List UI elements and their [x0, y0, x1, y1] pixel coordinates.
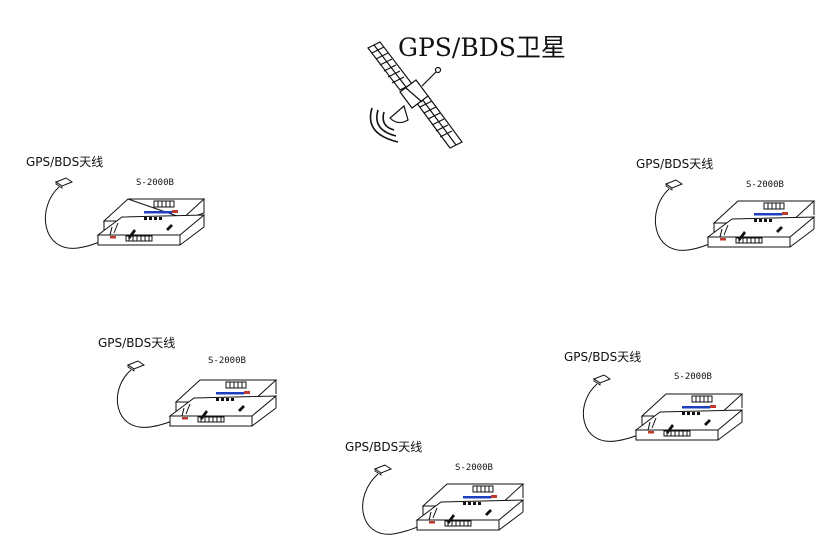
antenna-label: GPS/BDS天线 [98, 336, 176, 350]
station: GPS/BDS天线 S-2000B [636, 155, 824, 255]
station-graphic [654, 179, 816, 251]
device-model-label: S-2000B [746, 180, 784, 190]
antenna-label: GPS/BDS天线 [636, 157, 714, 171]
station: GPS/BDS天线 S-2000B [345, 438, 535, 538]
station: GPS/BDS天线 S-2000B [98, 334, 288, 434]
antenna-label: GPS/BDS天线 [345, 440, 423, 454]
device-model-label: S-2000B [136, 178, 174, 188]
antenna-label: GPS/BDS天线 [26, 155, 104, 169]
station-graphic [582, 374, 744, 442]
receiver-device-icon [96, 198, 206, 246]
receiver-device-icon [634, 393, 744, 441]
station: GPS/BDS天线 S-2000B [564, 348, 754, 448]
antenna-label: GPS/BDS天线 [564, 350, 642, 364]
station-graphic [362, 464, 525, 535]
station-graphic [44, 177, 206, 249]
device-model-label: S-2000B [208, 356, 246, 366]
station: GPS/BDS天线 S-2000B [26, 153, 216, 253]
gps-antenna-icon [592, 374, 612, 386]
receiver-device-icon [706, 200, 816, 248]
gps-antenna-icon [126, 360, 146, 372]
gps-antenna-icon [54, 177, 74, 189]
device-model-label: S-2000B [674, 372, 712, 382]
satellite-title: GPS/BDS卫星 [398, 33, 566, 62]
station-graphic [116, 360, 278, 428]
receiver-device-icon [168, 379, 278, 427]
satellite-icon [367, 41, 463, 149]
gps-antenna-icon [664, 179, 684, 191]
gps-antenna-icon [373, 464, 393, 476]
device-model-label: S-2000B [455, 463, 493, 473]
receiver-device-icon [415, 483, 525, 531]
